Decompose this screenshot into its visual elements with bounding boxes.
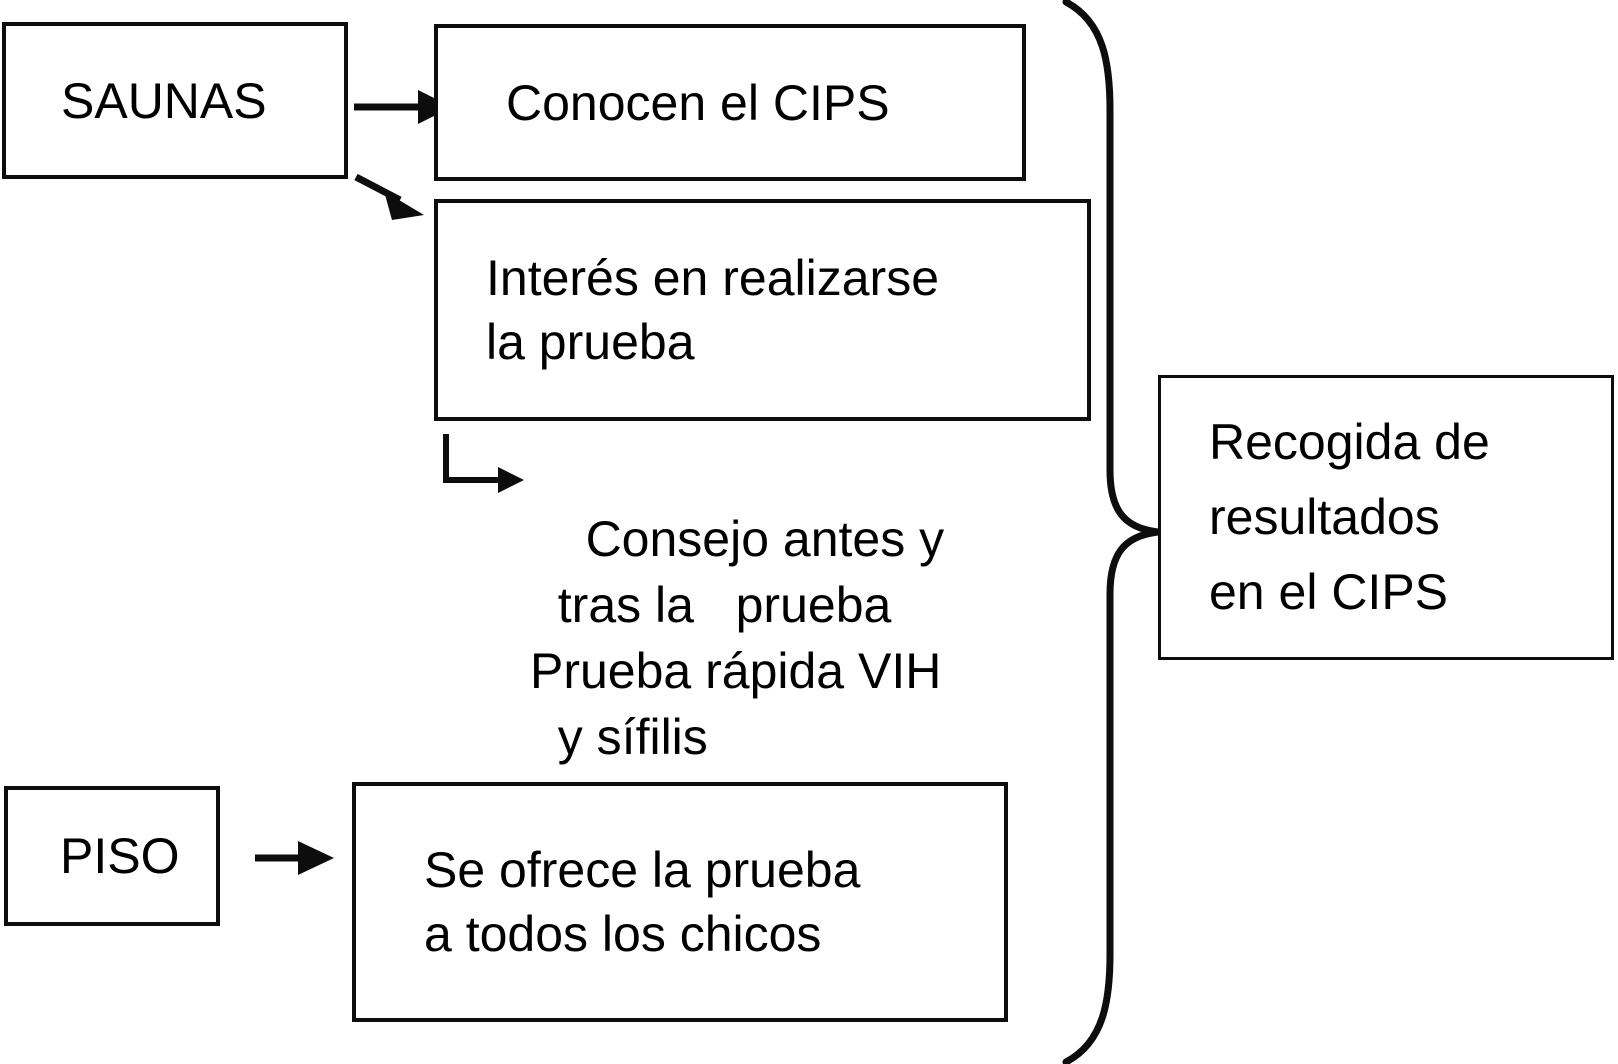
curly-brace-group xyxy=(1062,0,1159,1064)
node-interes-prueba-label: Interés en realizarse la prueba xyxy=(486,250,940,370)
node-piso[interactable]: PISO xyxy=(4,786,220,926)
node-consejo-label: Consejo antes y tras la prueba Prueba rá… xyxy=(530,511,945,765)
node-saunas[interactable]: SAUNAS xyxy=(2,22,348,179)
node-saunas-label: SAUNAS xyxy=(61,72,267,129)
node-se-ofrece-prueba[interactable]: Se ofrece la prueba a todos los chicos xyxy=(352,782,1008,1022)
node-conocen-cips[interactable]: Conocen el CIPS xyxy=(434,24,1026,181)
node-recogida-resultados[interactable]: Recogida de resultados en el CIPS xyxy=(1158,375,1614,660)
node-se-ofrece-prueba-label: Se ofrece la prueba a todos los chicos xyxy=(424,842,861,962)
node-consejo-annotation: Consejo antes y tras la prueba Prueba rá… xyxy=(530,440,944,836)
node-piso-label: PISO xyxy=(60,828,180,884)
node-interes-prueba[interactable]: Interés en realizarse la prueba xyxy=(434,199,1091,421)
arrow-interes-to-consejo xyxy=(443,434,524,493)
arrow-saunas-to-interes xyxy=(354,173,424,220)
arrow-piso-to-seofrece xyxy=(255,841,334,875)
node-recogida-resultados-label: Recogida de resultados en el CIPS xyxy=(1209,414,1490,620)
node-conocen-cips-label: Conocen el CIPS xyxy=(506,74,890,131)
